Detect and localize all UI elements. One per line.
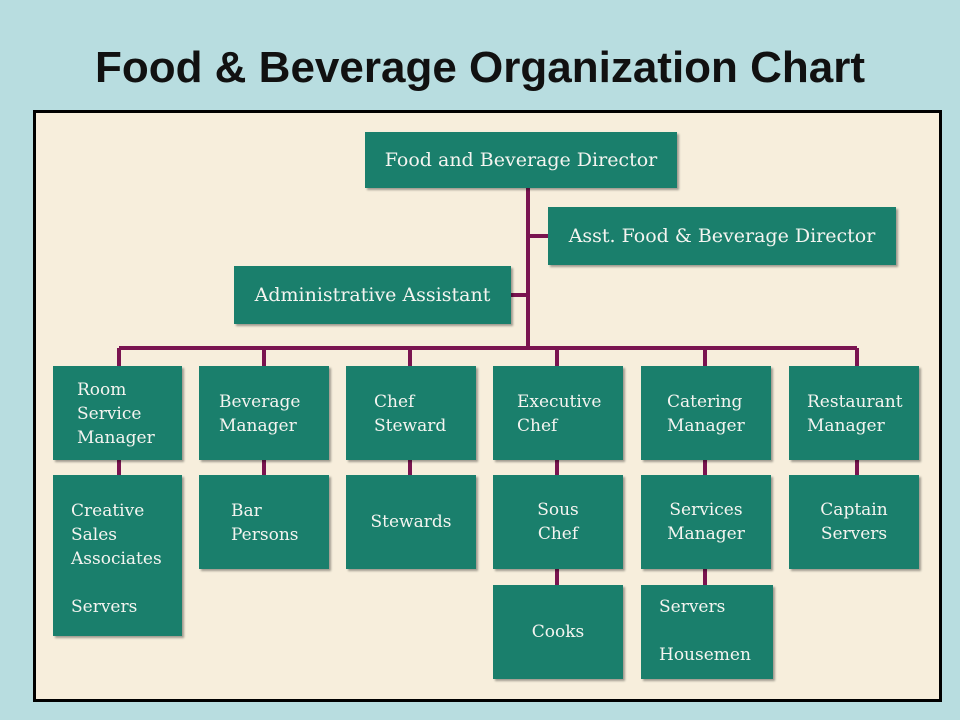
node-catering-manager: Catering Manager xyxy=(641,366,771,460)
node-chef-steward: Chef Steward xyxy=(346,366,476,460)
node-food-beverage-director: Food and Beverage Director xyxy=(365,132,677,188)
node-restaurant-manager: Restaurant Manager xyxy=(789,366,919,460)
node-asst-director: Asst. Food & Beverage Director xyxy=(548,207,896,265)
node-creative-sales-servers: Creative Sales Associates Servers xyxy=(53,475,182,636)
node-services-manager: Services Manager xyxy=(641,475,771,569)
node-servers-housemen: Servers Housemen xyxy=(641,585,773,679)
node-beverage-manager: Beverage Manager xyxy=(199,366,329,460)
node-administrative-assistant: Administrative Assistant xyxy=(234,266,511,324)
node-cooks: Cooks xyxy=(493,585,623,679)
node-captain-servers: Captain Servers xyxy=(789,475,919,569)
node-room-service-manager: Room Service Manager xyxy=(53,366,182,460)
node-bar-persons: Bar Persons xyxy=(199,475,329,569)
node-sous-chef: Sous Chef xyxy=(493,475,623,569)
node-executive-chef: Executive Chef xyxy=(493,366,623,460)
page-title: Food & Beverage Organization Chart xyxy=(94,43,866,92)
node-stewards: Stewards xyxy=(346,475,476,569)
